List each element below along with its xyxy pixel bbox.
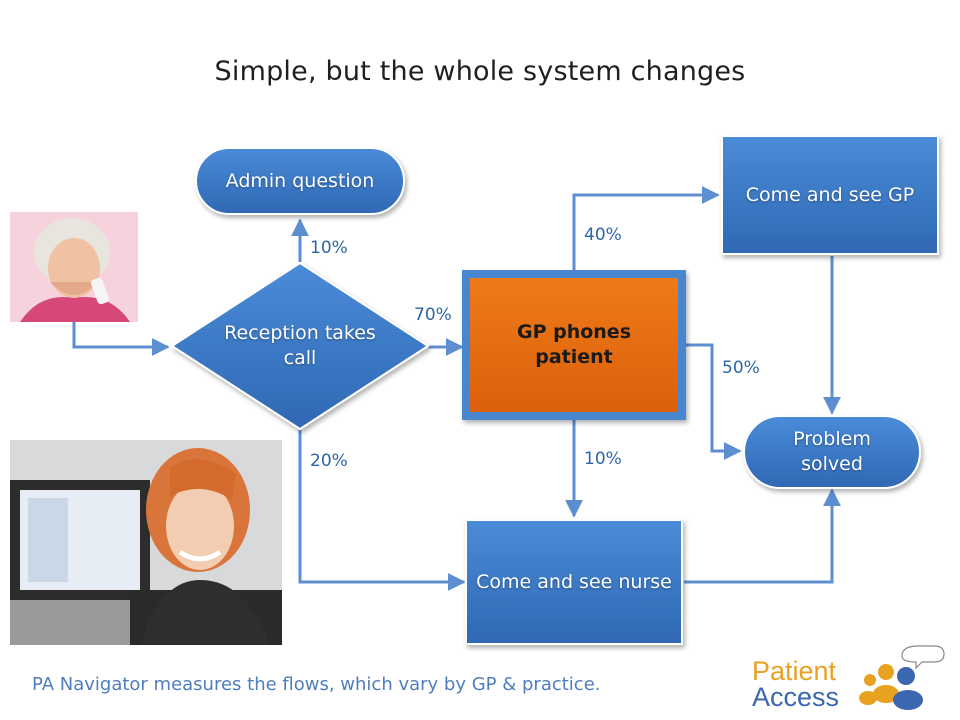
logo-word-access: Access <box>752 682 840 712</box>
receptionist-photo <box>10 440 282 645</box>
footer-note: PA Navigator measures the flows, which v… <box>32 674 601 695</box>
receptionist-illustration <box>10 440 282 645</box>
caller-photo <box>10 212 138 322</box>
logo-people-icon <box>859 645 945 710</box>
gp-phones-node <box>470 278 678 412</box>
connector-gp-phones-to-see-gp <box>572 186 720 272</box>
pct-reception-to-nurse: 20% <box>310 451 348 471</box>
pct-to-admin: 10% <box>310 238 348 258</box>
connector-gp-phones-to-problem <box>682 343 742 460</box>
problem-solved-label: Problem solved <box>793 428 871 475</box>
pct-to-problem-solved: 50% <box>722 358 760 378</box>
admin-question-node <box>195 147 405 215</box>
connector-nurse-to-problem <box>684 488 841 584</box>
connector-reception-to-nurse <box>298 430 466 591</box>
gp-phones-label: GP phones patient <box>516 321 632 368</box>
see-gp-node <box>721 135 939 255</box>
connector-caller-to-reception <box>72 320 170 356</box>
pct-gp-to-nurse: 10% <box>584 449 622 469</box>
pct-to-gp-phones: 70% <box>414 305 452 325</box>
pct-to-see-gp: 40% <box>584 225 622 245</box>
nurse-label: Come and see nurse <box>476 570 672 593</box>
reception-node <box>170 261 430 431</box>
slide-title: Simple, but the whole system changes <box>214 56 746 87</box>
problem-solved-node <box>743 415 921 489</box>
nurse-node <box>465 519 683 645</box>
reception-label: Reception takes call <box>224 322 376 369</box>
see-gp-label: Come and see GP <box>745 183 915 206</box>
admin-question-label: Admin question <box>225 169 375 192</box>
logo-word-patient: Patient <box>752 656 837 686</box>
caller-illustration <box>10 212 138 322</box>
